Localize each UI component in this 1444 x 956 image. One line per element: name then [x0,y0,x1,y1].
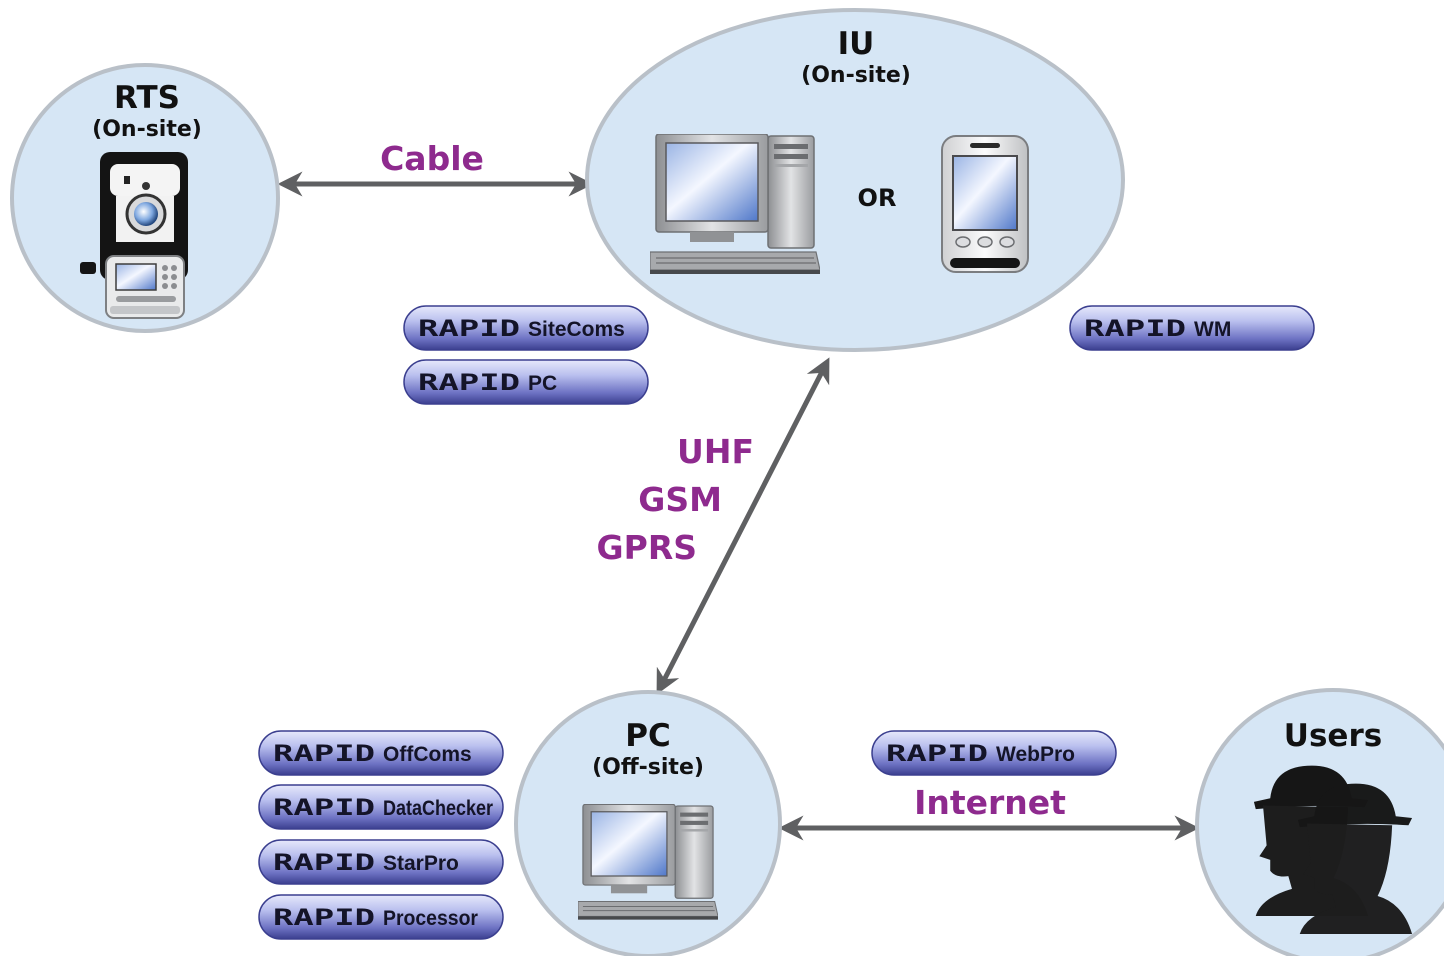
software-pc: PC [528,372,557,395]
software-pill: RAPID PC [403,359,649,405]
rapid-brand: RAPID [273,906,375,931]
software-pc-group: RAPID OffComs RAPID DataChecker RAPID St… [258,730,504,940]
internet-label: Internet [914,783,1066,822]
software-offcoms: OffComs [383,743,472,766]
software-processor: Processor [383,907,478,930]
rapid-brand: RAPID [418,371,520,396]
internet-link: Internet [778,783,1200,841]
or-label: OR [858,184,897,212]
handheld-device-icon [941,135,1029,273]
rapid-brand: RAPID [1084,317,1186,342]
software-pill: RAPID OffComs [258,730,504,776]
software-sitecoms: SiteComs [528,318,625,341]
iu-title: IU [838,26,875,62]
software-iu-mobile: RAPID WM [1069,305,1315,351]
pc-node: PC (Off-site) [514,690,782,956]
rapid-brand: RAPID [273,742,375,767]
rapid-brand: RAPID [273,796,375,821]
cable-link: Cable [277,139,594,197]
pc-subtitle: (Off-site) [592,755,704,780]
gsm-label: GSM [638,480,722,519]
software-pill: RAPID DataChecker [258,784,504,830]
desktop-computer-icon [578,804,718,920]
iu-subtitle: (On-site) [801,63,911,88]
software-starpro: StarPro [383,852,459,875]
rapid-brand: RAPID [273,851,375,876]
users-node: Users [1195,688,1444,956]
users-title: Users [1284,718,1382,754]
software-pill: RAPID StarPro [258,839,504,885]
software-pill: RAPID Processor [258,894,504,940]
software-iu-pc-group: RAPID SiteComs RAPID PC [403,305,649,405]
rapid-brand: RAPID [418,317,520,342]
cable-label: Cable [380,139,484,178]
rts-title: RTS [114,80,180,116]
uhf-label: UHF [677,432,754,471]
gprs-label: GPRS [597,528,697,567]
software-wm: WM [1194,318,1231,341]
software-datachecker: DataChecker [383,797,493,820]
desktop-computer-icon [650,134,820,274]
wireless-arrow [656,357,830,695]
total-station-icon [80,152,188,319]
rts-node: RTS (On-site) [10,63,280,333]
software-users-link: RAPID WebPro [871,730,1117,776]
software-webpro: WebPro [996,743,1075,766]
rts-subtitle: (On-site) [92,117,202,142]
iu-node: IU (On-site) OR [585,8,1125,352]
wireless-link: UHF GSM GPRS [597,357,830,695]
software-pill: RAPID SiteComs [403,305,649,351]
rapid-brand: RAPID [886,742,988,767]
pc-title: PC [625,718,670,754]
